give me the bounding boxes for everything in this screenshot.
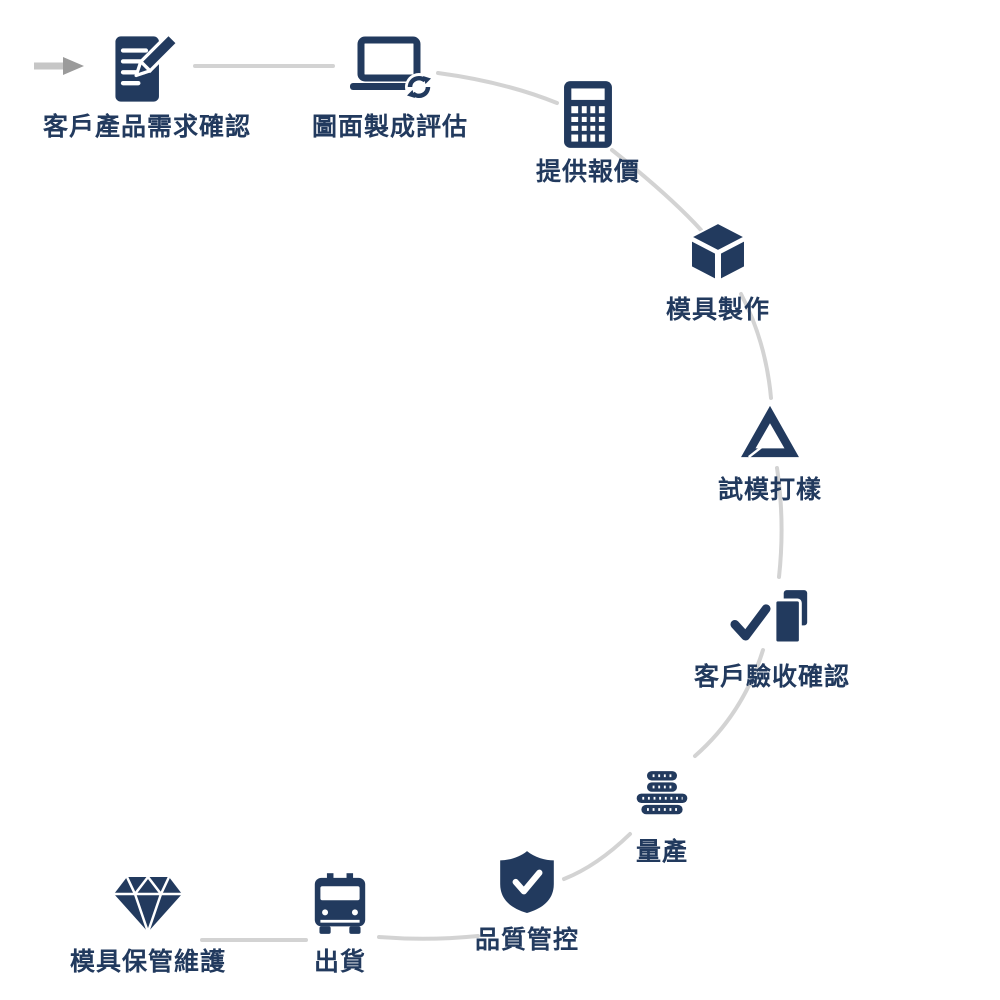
diamond-icon	[112, 866, 184, 942]
step-label: 客戶產品需求確認	[42, 112, 252, 141]
cube-icon	[686, 214, 750, 290]
step-label: 量產	[635, 837, 688, 866]
delivery-truck-icon	[312, 866, 368, 942]
document-edit-icon	[110, 31, 184, 107]
step-drawing-evaluation: 圖面製成評估	[312, 31, 468, 140]
step-customer-requirement: 客戶產品需求確認	[43, 31, 251, 140]
step-trial-molding: 試模打樣	[718, 394, 822, 503]
connector-8	[377, 934, 480, 941]
connector-6	[693, 648, 765, 758]
step-label: 品質管控	[474, 925, 580, 954]
step-quotation: 提供報價	[536, 76, 640, 185]
connector-5	[775, 466, 784, 579]
shield-check-icon	[498, 844, 556, 920]
connector-3	[610, 148, 703, 232]
step-mold-maintenance: 模具保管維護	[70, 866, 226, 975]
checkmark-documents-icon	[729, 581, 815, 657]
laptop-sync-icon	[345, 31, 435, 107]
step-quality-control: 品質管控	[475, 844, 579, 953]
step-customer-acceptance: 客戶驗收確認	[694, 581, 850, 690]
step-mass-production: 量產	[632, 756, 692, 865]
step-label: 模具製作	[665, 295, 771, 324]
flow-start-arrow-icon	[63, 57, 84, 75]
connector-4	[739, 292, 773, 400]
step-label: 提供報價	[535, 157, 641, 186]
step-label: 試模打樣	[717, 475, 823, 504]
step-label: 圖面製成評估	[311, 112, 469, 141]
connector-2	[436, 71, 559, 105]
step-label: 出貨	[313, 947, 366, 976]
connector-7	[562, 832, 632, 881]
step-mold-making: 模具製作	[666, 214, 770, 323]
step-shipping: 出貨	[312, 866, 368, 975]
step-label: 模具保管維護	[69, 947, 227, 976]
triangle-outline-icon	[739, 394, 801, 470]
coin-stacks-icon	[632, 756, 692, 832]
calculator-icon	[563, 76, 613, 152]
step-label: 客戶驗收確認	[693, 662, 851, 691]
